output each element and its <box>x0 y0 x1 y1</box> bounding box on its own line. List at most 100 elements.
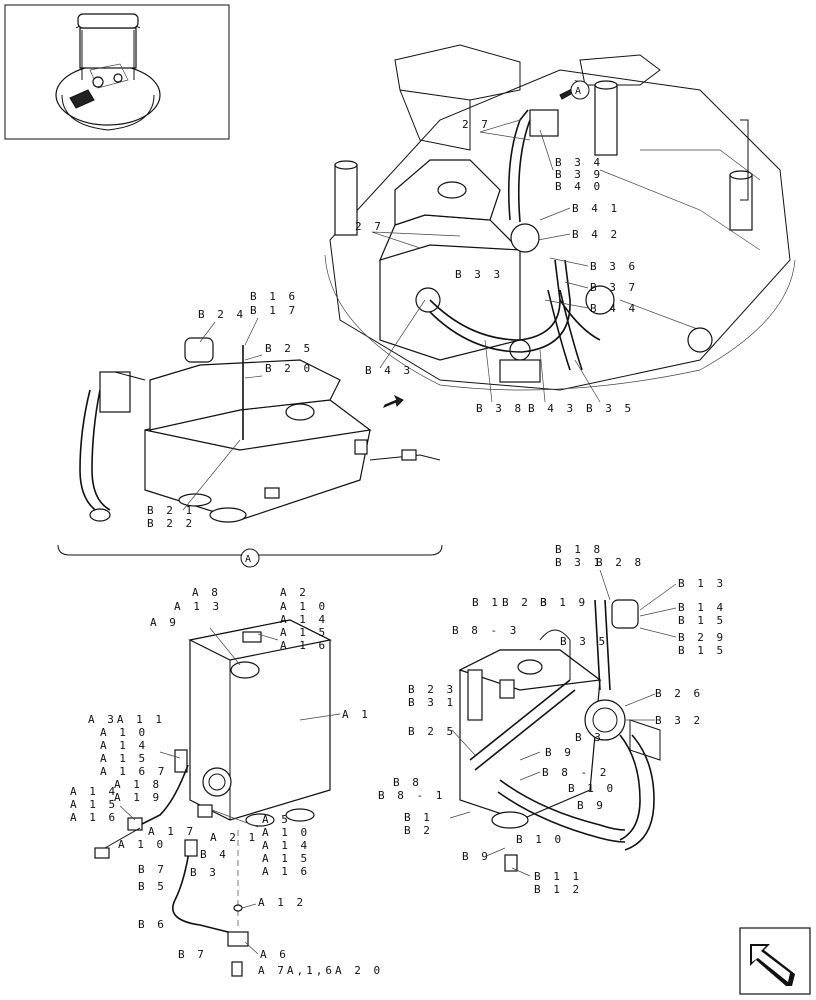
middle-view-labels: B 2 4 B 1 6 B 1 7 B 2 5 B 2 0 B 2 1 B 2 … <box>147 290 313 530</box>
label: B 3 3 <box>455 268 503 281</box>
svg-text:A: A <box>245 554 251 565</box>
label: A 1 0 <box>280 600 328 613</box>
right-tank-view <box>458 599 661 872</box>
label: B 1 0 <box>516 833 564 846</box>
next-page-arrow-icon[interactable] <box>739 927 811 995</box>
label: B 2 4 <box>198 308 246 321</box>
label: A 1 <box>342 708 371 721</box>
label: B 8 - 3 <box>452 624 519 637</box>
label: B 4 4 <box>590 302 638 315</box>
label: B 1 <box>404 811 433 824</box>
label: B 8 <box>393 776 422 789</box>
label: A 1 5 <box>100 752 148 765</box>
label: A 1 5 <box>70 798 118 811</box>
right-view-labels: B 1 8 B 3 1 B 2 8 B 1 3 B 1 4 B 1 5 B 2 … <box>378 543 726 896</box>
label: B 3 1 <box>408 696 456 709</box>
label: B 1 5 <box>678 614 726 627</box>
label: A 1 0 <box>262 826 310 839</box>
label: B 4 3 <box>365 364 413 377</box>
label: B 2 0 <box>265 362 313 375</box>
label: B 3 <box>190 866 219 879</box>
label: B 2 5 <box>265 342 313 355</box>
label: B 4 0 <box>555 180 603 193</box>
label: A 1 4 <box>262 839 310 852</box>
label: A 1 7 <box>148 825 196 838</box>
label: A 8 <box>192 586 221 599</box>
label: B 1 <box>472 596 501 609</box>
label: B 3 6 <box>590 260 638 273</box>
label: B 8 - 1 <box>378 789 445 802</box>
label: B 9 <box>462 850 491 863</box>
label: A 1 6 <box>70 811 118 824</box>
label: A 1 8 <box>114 778 162 791</box>
label: A 1 5 <box>280 626 328 639</box>
label: A 1 4 <box>280 613 328 626</box>
label: B 3 5 <box>560 635 608 648</box>
label: A 1 0 <box>118 838 166 851</box>
label: B 3 9 <box>555 168 603 181</box>
label: B 2 3 <box>502 596 550 609</box>
label: B 3 1 <box>555 556 603 569</box>
label: B 5 <box>138 880 167 893</box>
label: B 3 8 <box>476 402 524 415</box>
label: B 1 1 <box>534 870 582 883</box>
label: A 9 <box>150 616 179 629</box>
label: 2 7 <box>355 220 384 233</box>
label: B 2 2 <box>147 517 195 530</box>
label: B 7 <box>138 863 167 876</box>
label: A 7A,1,6A 2 0 <box>258 964 383 977</box>
label: A 2 <box>280 586 309 599</box>
view-a-brace: A <box>57 544 443 568</box>
label: B 7 <box>178 948 207 961</box>
label: B 2 1 <box>147 504 195 517</box>
label: B 4 3 <box>528 402 576 415</box>
label: B 2 8 <box>596 556 644 569</box>
label: B 9 <box>577 799 606 812</box>
label: B 1 8 <box>555 543 603 556</box>
label: A 1 9 <box>114 791 162 804</box>
label: B 1 2 <box>534 883 582 896</box>
label: B 1 9 <box>540 596 588 609</box>
label: A 1 4 <box>70 785 118 798</box>
label: B 1 6 <box>250 290 298 303</box>
label: B 4 2 <box>572 228 620 241</box>
top-view-labels: 2 7 2 7 B 3 4 B 3 9 B 4 0 B 4 1 B 4 2 B … <box>355 118 638 415</box>
label: B 9 <box>545 746 574 759</box>
label: A 1 6 <box>262 865 310 878</box>
label: 2 7 <box>462 118 491 131</box>
svg-text:A: A <box>575 86 581 97</box>
label: B 1 7 <box>250 304 298 317</box>
label: A 3A 1 1 <box>88 713 165 726</box>
label: B 3 4 <box>555 156 603 169</box>
label: A 2 1 <box>210 831 258 844</box>
label: A 1 6 7 <box>100 765 167 778</box>
label: B 1 4 <box>678 601 726 614</box>
label: B 1 5 <box>678 644 726 657</box>
label: B 2 5 <box>408 725 456 738</box>
label: B 3 5 <box>586 402 634 415</box>
label: A 5 <box>262 813 291 826</box>
left-tank-view <box>94 619 332 977</box>
label: B 2 <box>404 824 433 837</box>
label: A 6 <box>260 948 289 961</box>
middle-tank-view <box>79 337 441 523</box>
label: B 4 1 <box>572 202 620 215</box>
label: B 1 3 <box>678 577 726 590</box>
label: B 2 9 <box>678 631 726 644</box>
left-view-labels: A 8 A 1 3 A 9 A 2 A 1 0 A 1 4 A 1 5 A 1 … <box>70 586 383 977</box>
label: B 8 - 2 <box>542 766 609 779</box>
label: A 1 4 <box>100 739 148 752</box>
label: B 1 0 <box>568 782 616 795</box>
label: A 1 0 <box>100 726 148 739</box>
label: B 4 <box>200 848 229 861</box>
label: B 6 <box>138 918 167 931</box>
label: A 1 2 <box>258 896 306 909</box>
label: B 2 3 <box>408 683 456 696</box>
label: B 2 6 <box>655 687 703 700</box>
top-frame-view: A <box>324 44 796 391</box>
label: A 1 3 <box>174 600 222 613</box>
label: A 1 6 <box>280 639 328 652</box>
label: B 3 2 <box>655 714 703 727</box>
label: B 3 7 <box>590 281 638 294</box>
